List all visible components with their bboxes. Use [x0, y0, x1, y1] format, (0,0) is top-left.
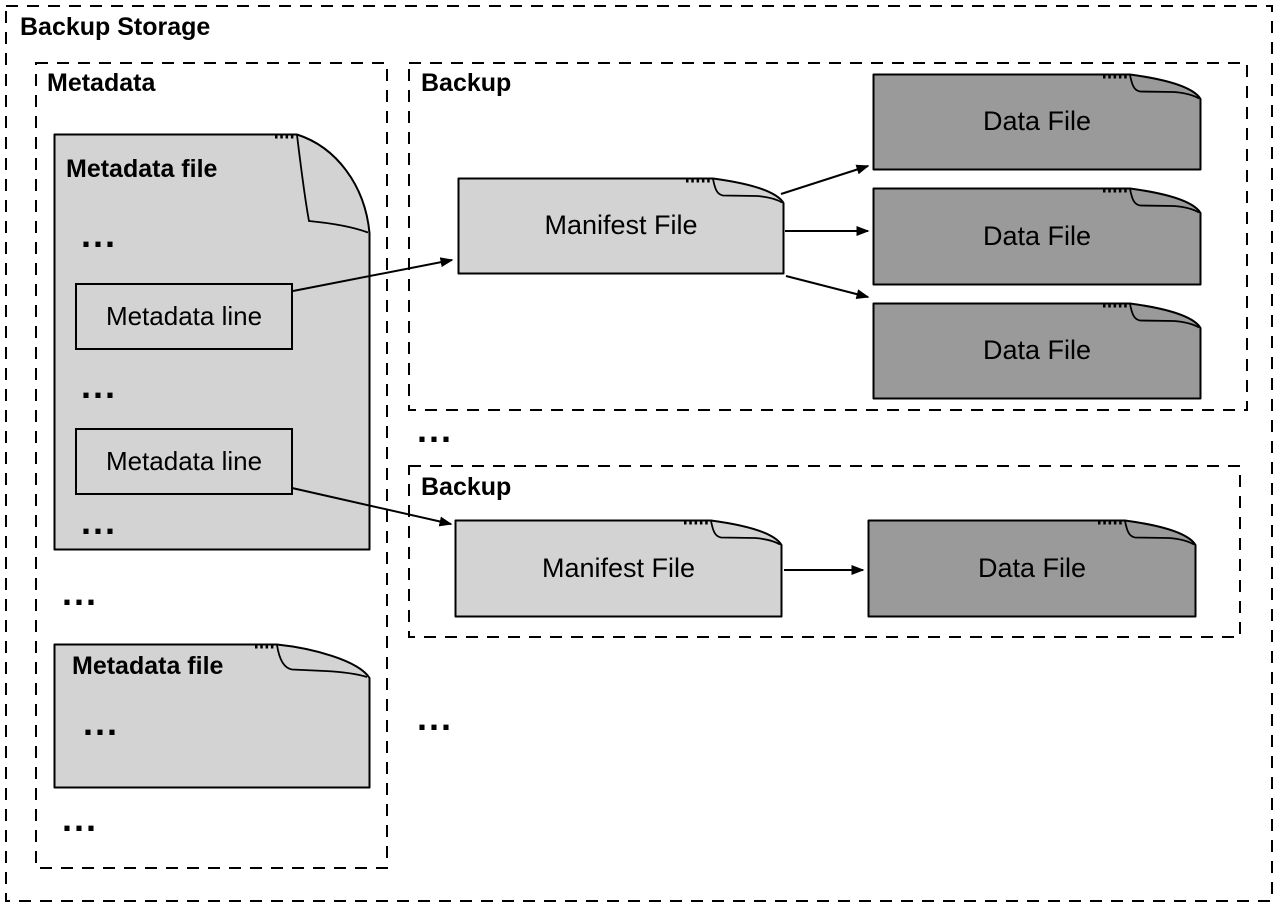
document-shape [454, 519, 783, 618]
data-file-2: Data File [872, 187, 1202, 286]
ellipsis: ... [62, 798, 99, 839]
metadata-file-1: Metadata file ... Metadata line ... Meta… [53, 133, 371, 551]
metadata-box [35, 62, 388, 869]
document-shape [867, 519, 1197, 618]
manifest-file-2-label: Manifest File [541, 552, 696, 583]
ellipsis: ... [81, 501, 118, 542]
data-file-1: Data File [872, 73, 1202, 171]
manifest-file-1: Manifest File [457, 177, 785, 275]
data-file-3-label: Data File [982, 335, 1092, 366]
ellipsis: ... [81, 214, 118, 255]
backup-1-label: Backup [421, 69, 512, 97]
backup-box-1 [408, 62, 1248, 411]
data-file-1-label: Data File [982, 106, 1092, 137]
backup-storage-box [5, 5, 1273, 902]
ellipsis: ... [81, 365, 118, 406]
backup-storage-label: Backup Storage [20, 13, 211, 41]
data-file-3: Data File [872, 302, 1202, 400]
backup-2-label: Backup [421, 473, 512, 501]
manifest-file-1-label: Manifest File [544, 210, 698, 241]
metadata-label: Metadata [47, 69, 156, 97]
backup-box-2 [408, 465, 1241, 638]
document-shape [872, 302, 1202, 400]
data-file-4: Data File [867, 519, 1197, 618]
ellipsis: ... [417, 409, 454, 450]
metadata-file-2-title: Metadata file [72, 652, 224, 680]
ellipsis: ... [417, 697, 454, 738]
ellipsis: ... [62, 572, 99, 613]
data-file-4-label: Data File [977, 552, 1087, 583]
ellipsis: ... [83, 702, 120, 743]
metadata-line-1-label: Metadata line [105, 301, 263, 331]
document-shape [872, 187, 1202, 286]
metadata-file-2: Metadata file ... [53, 643, 371, 789]
metadata-line-1: Metadata line [75, 283, 293, 350]
metadata-line-2: Metadata line [75, 428, 293, 495]
metadata-line-2-label: Metadata line [105, 446, 263, 476]
document-shape [872, 73, 1202, 171]
document-shape [457, 177, 785, 275]
metadata-file-1-title: Metadata file [66, 155, 218, 183]
data-file-2-label: Data File [982, 220, 1092, 251]
document-shape [53, 643, 371, 789]
manifest-file-2: Manifest File [454, 519, 783, 618]
